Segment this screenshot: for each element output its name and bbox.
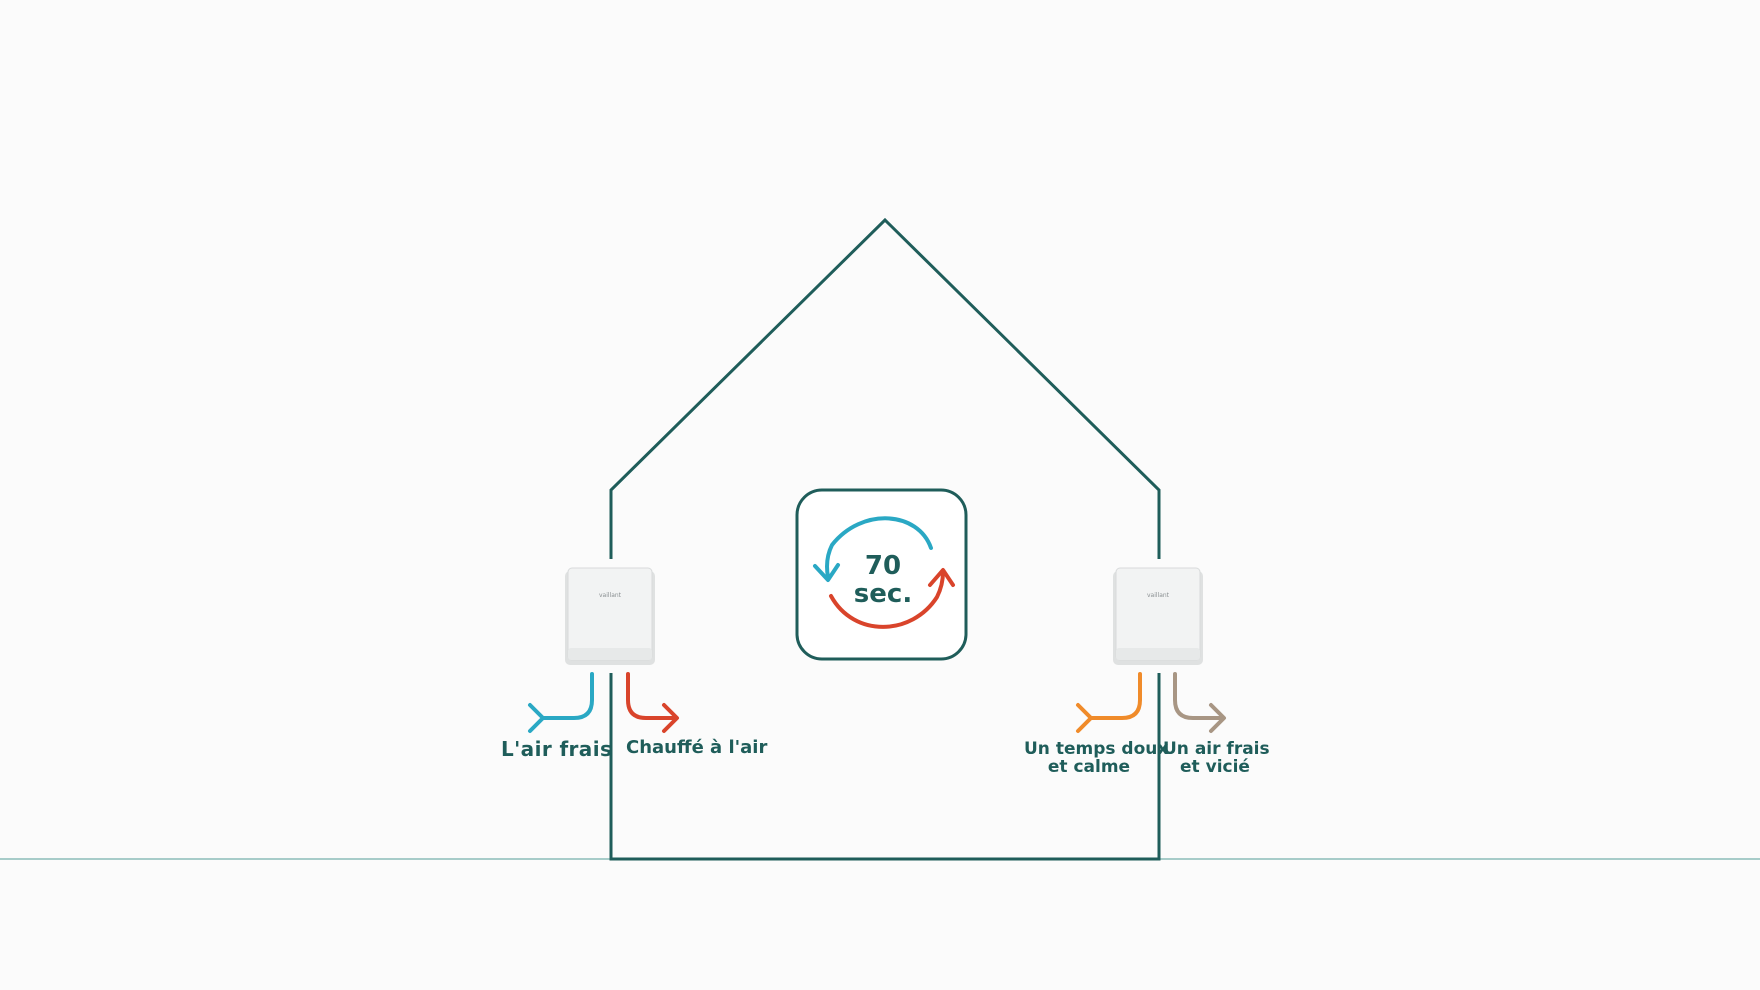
left-ventilation-unit: vaillant — [565, 567, 655, 665]
circular-arrows-icon — [813, 516, 955, 629]
stale-air-label-line2: et vicié — [1180, 756, 1250, 777]
stale-air-label-line1: Un air frais — [1163, 739, 1270, 759]
house-outline — [609, 217, 1161, 861]
mild-weather-label: Un temps doux et calme — [1024, 739, 1169, 777]
heated-air-arrow-icon — [626, 672, 679, 733]
heated-air-label: Chauffé à l'air — [626, 737, 768, 758]
cycle-number: 70 — [865, 551, 901, 581]
fresh-air-arrow-icon — [528, 672, 594, 733]
heated-air-label-text: Chauffé à l'air — [626, 737, 768, 758]
right-ventilation-unit: vaillant — [1113, 567, 1203, 665]
fresh-air-label: L'air frais — [501, 739, 612, 760]
right-unit-logo: vaillant — [1147, 592, 1170, 599]
mild-weather-label-line1: Un temps doux — [1024, 739, 1169, 759]
stale-air-arrow-icon — [1173, 672, 1226, 733]
mild-weather-arrow-icon — [1076, 672, 1142, 733]
left-unit-logo: vaillant — [599, 592, 622, 599]
fresh-air-label-text: L'air frais — [501, 737, 613, 761]
mild-weather-label-line2: et calme — [1047, 756, 1131, 777]
stale-air-label: Un air frais et vicié — [1163, 739, 1270, 777]
cycle-unit: sec. — [854, 579, 912, 609]
